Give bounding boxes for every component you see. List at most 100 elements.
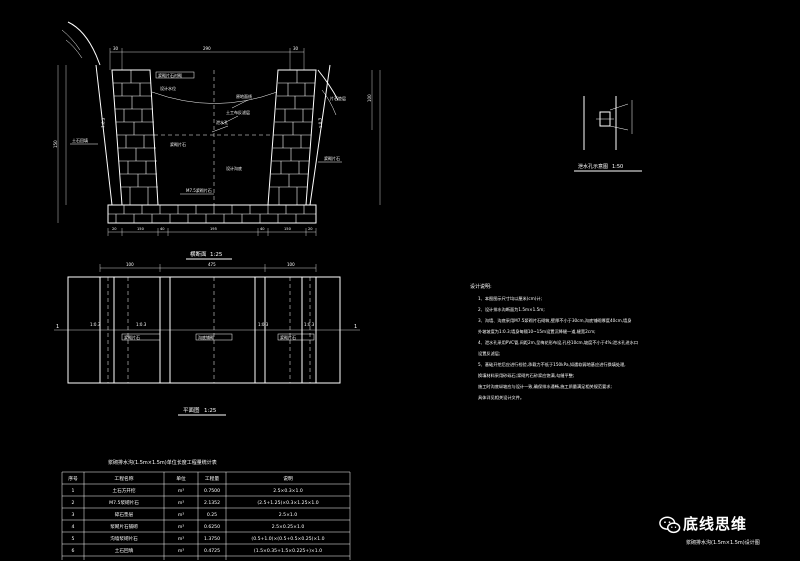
table-cell: m³ — [178, 512, 184, 518]
table-cell: (0.5+1.0)×(0.5+0.5×0.25)×1.0 — [251, 536, 324, 542]
note-line-1: 2、设计排水沟断面为1.5m×1.5m; — [478, 306, 545, 313]
dim-top-left: 30 — [113, 46, 119, 51]
label-lining: 浆砌片石衬砌 — [158, 72, 182, 78]
table-cell: 2 — [72, 500, 75, 506]
plan-label-left: 浆砌片石 — [124, 334, 140, 340]
table-cell: m³ — [178, 488, 184, 494]
wechat-icon — [659, 516, 681, 534]
label-bottom-lining: M7.5浆砌片石 — [186, 187, 212, 193]
table-cell: 2.5×0.3×1.0 — [273, 488, 303, 494]
table-cell: m³ — [178, 548, 184, 554]
table-cell: 土石回填 — [115, 547, 134, 554]
table-cell: M7.5浆砌片石 — [109, 499, 139, 506]
watermark: 底线思维 浆砌排水沟(1.5m×1.5m)设计图 — [656, 509, 800, 561]
section-title: 横断面 — [190, 250, 207, 258]
plan-dim-right: 100 — [287, 262, 295, 267]
drain-scale: 1:50 — [612, 164, 623, 170]
table-cell: 5 — [72, 536, 75, 542]
table-header-3: 工程量 — [205, 475, 220, 482]
section-scale: 1:25 — [210, 252, 223, 258]
notes-heading: 设计说明: — [470, 283, 492, 290]
dim-top-mid: 290 — [203, 46, 211, 51]
section-mark-right: 1 — [354, 324, 357, 330]
table-header-2: 单位 — [176, 475, 186, 482]
dim-side-right: 100 — [367, 94, 372, 102]
watermark-caption: 浆砌排水沟(1.5m×1.5m)设计图 — [686, 540, 760, 546]
plan-dim-left: 100 — [126, 262, 134, 267]
drain-detail: 泄水孔示意图 1:50 — [574, 96, 642, 172]
plan-slope-1: 1:0.3 — [90, 322, 101, 327]
watermark-brand: 底线思维 — [683, 515, 748, 533]
plan-title: 平面图 — [183, 406, 200, 414]
table-cell: m³ — [178, 524, 184, 530]
table-cell: 沟墙浆砌片石 — [110, 535, 138, 542]
notes-list: 1、本图图示尺寸均以厘米(cm)计; 2、设计排水沟断面为1.5m×1.5m; 3、… — [478, 295, 638, 401]
note-line-9: 具体详见相关设计文件。 — [478, 394, 524, 401]
table-cell: 3 — [72, 512, 75, 518]
left-wall-masonry — [113, 70, 158, 205]
plan-slope-2: 1:0.3 — [136, 322, 147, 327]
table-cell: 2.1352 — [204, 500, 220, 506]
table-header-0: 序号 — [68, 475, 78, 482]
leader-4: 浆砌片石 — [170, 141, 186, 147]
note-line-6: 5、基础开挖后应进行检验,承载力不低于150kPa,如遇软弱地基应进行换填处理, — [478, 361, 626, 368]
leader-5: 片石垫层 — [330, 95, 346, 101]
plan-slope-3: 1:0.3 — [258, 322, 269, 327]
leader-2: 土工布反滤层 — [226, 109, 250, 115]
dim-bottom-5: 150 — [284, 227, 292, 231]
label-water-level: 设计水位 — [160, 85, 176, 91]
note-line-7: 换填材料采用砂砾石;浆砌片石砂浆应饱满,勾缝平整; — [478, 372, 574, 379]
note-line-8: 施工时沟底纵坡应与设计一致,确保排水通畅,施工质量满足相关规范要求; — [478, 383, 612, 390]
plan-slope-4: 1:0.3 — [304, 322, 315, 327]
table-cell: (2.5+1.25)×0.3×1.25×1.0 — [257, 500, 318, 506]
plan-view: 100 475 100 1 1 1:0.3 1:0.3 1:0.3 1:0.3 … — [54, 262, 360, 416]
note-line-0: 1、本图图示尺寸均以厘米(cm)计; — [478, 295, 542, 302]
table-cell: 2.5×0.25×1.0 — [272, 524, 305, 530]
section-view: 30 290 30 — [53, 21, 381, 260]
table-cell: 0.4725 — [204, 548, 220, 554]
table-cell: 1 — [72, 488, 75, 494]
table-cell: 土石方开挖 — [113, 487, 136, 494]
table-cell: 2.5×1.0 — [279, 512, 298, 518]
dim-top-right: 30 — [293, 46, 299, 51]
dim-bottom-0: 20 — [112, 227, 117, 231]
note-line-2: 3、沟墙、沟底采用M7.5浆砌片石砌筑,壁厚不小于30cm,沟底铺砌厚度40cm… — [478, 317, 631, 324]
table-cell: 4 — [72, 524, 75, 530]
label-stone-right: 浆砌片石 — [324, 155, 340, 161]
dim-side-left: 150 — [53, 140, 58, 148]
table-cell: 0.6250 — [204, 524, 220, 530]
table-header-1: 工程名称 — [114, 475, 133, 482]
leader-3: 泄水孔 — [216, 119, 228, 125]
slope-right: 1:0.3 — [317, 117, 323, 128]
table-header-4: 说明 — [283, 475, 293, 482]
note-line-5: 设置反滤层; — [478, 350, 500, 357]
right-wall-masonry — [270, 70, 315, 205]
table-cell: 6 — [72, 548, 75, 554]
quantity-table: 浆砌排水沟(1.5m×1.5m)单位长度工程量统计表 序号 工程名称 单位 工程量 说明… — [61, 459, 351, 560]
dim-bottom-6: 20 — [308, 227, 313, 231]
table-grid: 序号 工程名称 单位 工程量 说明 1 土石方开挖 m³ 0.7500 2.5×0.3×1.0 2 M… — [61, 471, 351, 560]
table-cell: m³ — [178, 536, 184, 542]
note-line-3: 外坡坡度为1:0.3;墙身每隔10~15m设置沉降缝一道,缝宽2cm; — [478, 328, 596, 335]
design-notes: 设计说明: 1、本图图示尺寸均以厘米(cm)计; 2、设计排水沟断面为1.5m×1… — [470, 283, 638, 401]
table-title: 浆砌排水沟(1.5m×1.5m)单位长度工程量统计表 — [108, 459, 217, 466]
table-cell: 碎石垫层 — [115, 511, 134, 518]
drain-title: 泄水孔示意图 — [578, 163, 608, 170]
plan-scale: 1:25 — [204, 408, 217, 414]
dim-bottom-1: 150 — [137, 227, 145, 231]
label-center: 设计沟底 — [226, 165, 242, 171]
table-cell: 浆砌片石铺砌 — [110, 523, 138, 530]
label-backfill-left: 土石回填 — [72, 137, 88, 143]
bottom-slab — [107, 204, 317, 224]
slope-left: 1:0.3 — [100, 117, 106, 128]
leader-1: 原地面线 — [236, 93, 252, 99]
dim-bottom-2: 40 — [160, 227, 165, 231]
plan-label-right: 浆砌片石 — [280, 334, 296, 340]
plan-dim-mid: 475 — [208, 262, 216, 267]
note-line-4: 4、泄水孔采用PVC管,间距2m,呈梅花形布设,孔径10cm,坡度不小于4%;泄… — [478, 339, 638, 346]
table-cell: m³ — [178, 500, 184, 506]
table-cell: 1.3750 — [204, 536, 220, 542]
table-cell: 0.7500 — [204, 488, 220, 494]
